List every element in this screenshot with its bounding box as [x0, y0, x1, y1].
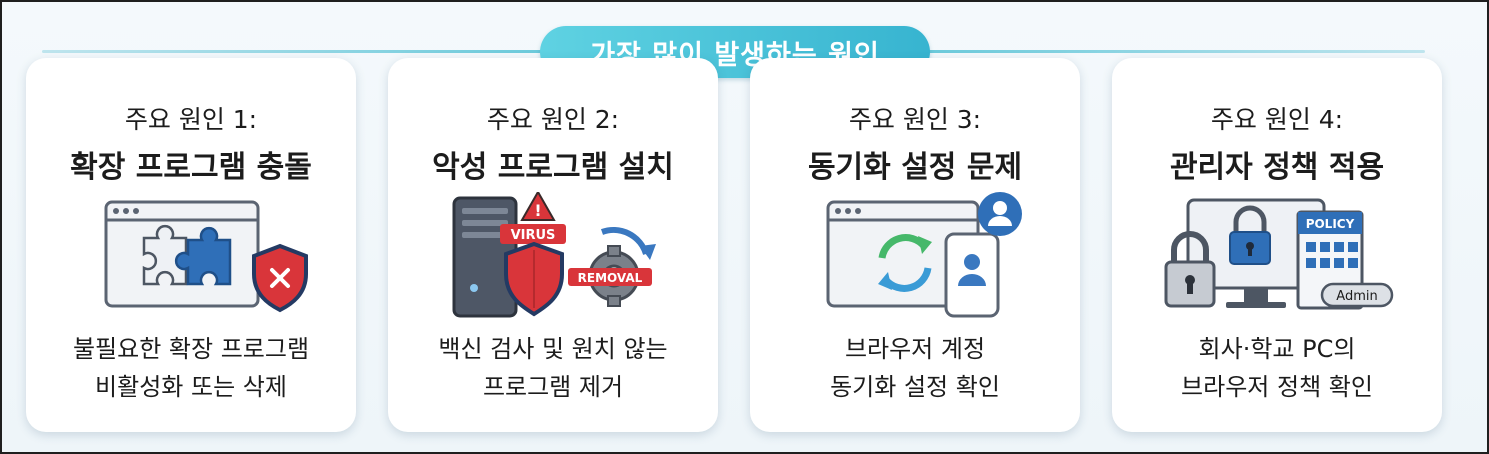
desc-line-2: 프로그램 제거: [482, 373, 624, 401]
phone-user-icon: [944, 232, 1000, 318]
virus-shield-icon: [504, 241, 564, 317]
padlock-icon: [1229, 205, 1271, 265]
cause-label: 주요 원인 4:: [1210, 105, 1344, 134]
padlock-icon: [1164, 231, 1216, 308]
cause-description: 불필요한 확장 프로그램 비활성화 또는 삭제: [26, 330, 356, 406]
cause-title: 악성 프로그램 설치: [432, 150, 674, 185]
removal-label-icon: REMOVAL: [568, 268, 652, 286]
extension-conflict-illustration: [104, 200, 308, 313]
svg-text:!: !: [534, 201, 541, 220]
cause-title: 확장 프로그램 충돌: [70, 150, 312, 185]
cause-description: 백신 검사 및 원치 않는 프로그램 제거: [388, 330, 718, 406]
admin-policy-illustration: POLICY Admin: [1164, 198, 1394, 310]
cause-description: 회사·학교 PC의 브라우저 정책 확인: [1112, 330, 1442, 406]
svg-text:VIRUS: VIRUS: [511, 228, 556, 243]
malware-illustration: ! VIRUS REMOVAL: [452, 192, 656, 318]
browser-window-icon: [826, 200, 980, 308]
sync-arrows-icon: [878, 234, 932, 292]
cause-card-3: 주요 원인 3: 동기화 설정 문제: [750, 58, 1080, 432]
cause-description: 브라우저 계정 동기화 설정 확인: [750, 330, 1080, 406]
desc-line-1: 회사·학교 PC의: [1198, 335, 1356, 363]
desc-line-1: 백신 검사 및 원치 않는: [438, 335, 668, 363]
puzzle-piece-icon: [142, 224, 232, 286]
virus-label-icon: VIRUS: [500, 224, 566, 244]
desc-line-2: 동기화 설정 확인: [830, 373, 1000, 401]
admin-tag-icon: Admin: [1320, 282, 1394, 308]
sync-illustration: [826, 192, 1022, 318]
warning-icon: !: [520, 192, 556, 221]
cause-title: 관리자 정책 적용: [1169, 150, 1385, 185]
cause-title: 동기화 설정 문제: [807, 150, 1023, 185]
desc-line-1: 불필요한 확장 프로그램: [72, 335, 310, 363]
cause-card-2: 주요 원인 2: 악성 프로그램 설치 ! VIRUS: [388, 58, 718, 432]
user-badge-icon: [978, 192, 1022, 236]
desc-line-2: 브라우저 정책 확인: [1181, 373, 1373, 401]
desc-line-2: 비활성화 또는 삭제: [95, 373, 287, 401]
svg-text:Admin: Admin: [1336, 289, 1377, 304]
cause-label: 주요 원인 2:: [486, 105, 620, 134]
cause-label: 주요 원인 3:: [848, 105, 982, 134]
svg-text:POLICY: POLICY: [1306, 217, 1355, 231]
gear-refresh-icon: [583, 227, 656, 307]
svg-text:REMOVAL: REMOVAL: [578, 271, 643, 285]
shield-x-icon: [252, 243, 308, 313]
cause-card-1: 주요 원인 1: 확장 프로그램 충돌 불필요한 확장 프로그램 비활성화 또는…: [26, 58, 356, 432]
cause-card-4: 주요 원인 4: 관리자 정책 적용 POLICY: [1112, 58, 1442, 432]
cause-label: 주요 원인 1:: [124, 105, 258, 134]
desc-line-1: 브라우저 계정: [844, 335, 986, 363]
